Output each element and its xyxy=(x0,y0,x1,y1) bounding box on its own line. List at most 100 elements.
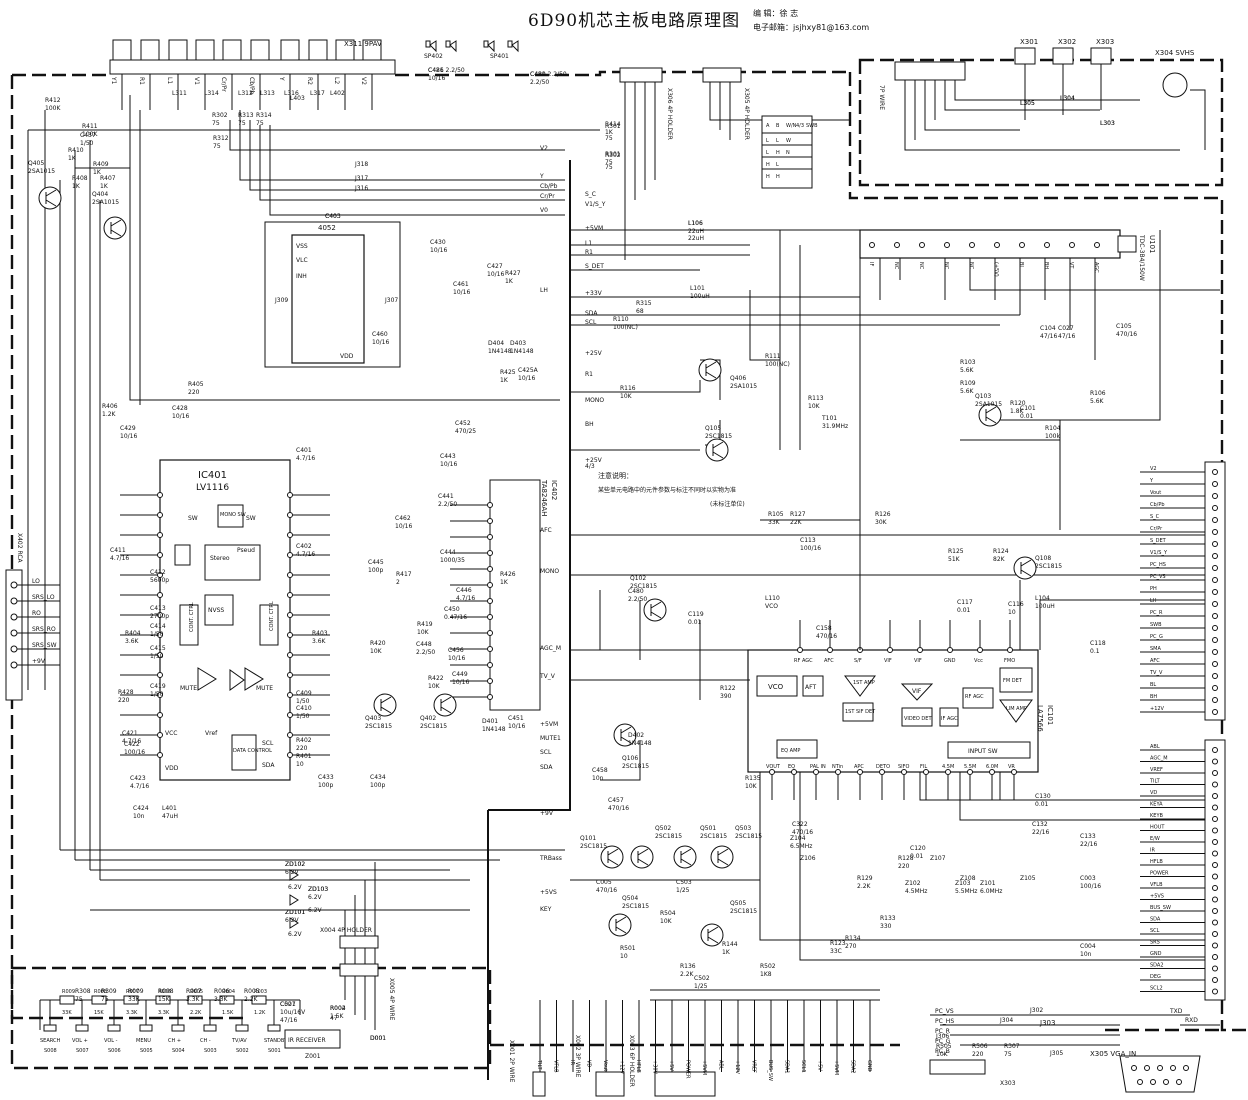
transistor-emitter xyxy=(637,858,649,866)
table-header: 4/3 xyxy=(796,123,804,129)
capacitor-value: 4.7/16 xyxy=(130,783,149,790)
ic-pin xyxy=(157,612,163,618)
inductor-ref: L317 xyxy=(310,90,325,97)
resistor-ref: R302 xyxy=(212,112,228,119)
capacitor-value: 470/16 xyxy=(1116,331,1137,338)
conn-pin xyxy=(1212,977,1218,983)
transistor-part: 2SC1815 xyxy=(1035,563,1062,570)
conn-pin xyxy=(1212,493,1218,499)
net-label: SCL xyxy=(585,319,597,326)
ic-pin xyxy=(287,492,293,498)
rca-jack xyxy=(140,39,160,61)
resistor-value: 10K xyxy=(745,783,758,790)
svg-text:X002 3P WIRE: X002 3P WIRE xyxy=(574,1035,581,1078)
capacitor-ref: C003 xyxy=(1080,875,1096,882)
ic-pin xyxy=(287,692,293,698)
capacitor-value: 10/16 xyxy=(428,75,445,82)
capacitor-value: 0.01 xyxy=(957,607,971,614)
svg-text:Z001: Z001 xyxy=(305,1053,321,1060)
capacitor-ref: C133 xyxy=(1080,833,1096,840)
ic-pin xyxy=(487,518,493,524)
vga-pin xyxy=(1150,1079,1156,1085)
resistor-ref: R312 xyxy=(213,135,229,142)
tuner-pin-label: NC xyxy=(943,262,949,270)
transistor-part: 2SC1815 xyxy=(730,908,757,915)
svg-text:注意说明：: 注意说明： xyxy=(598,471,633,480)
svg-text:75: 75 xyxy=(605,164,613,171)
capacitor-value: 10/16 xyxy=(452,679,469,686)
resistor-ref: R008 xyxy=(158,988,174,995)
capacitor-value: 100/16 xyxy=(800,545,821,552)
net-label: Cb/Pb xyxy=(540,183,558,190)
button-label: CH - xyxy=(200,1038,211,1044)
resistor-value: 1K xyxy=(93,169,102,176)
capacitor-ref: C116 xyxy=(1008,601,1024,608)
button-resistor xyxy=(155,995,171,1005)
svg-text:1ST AMP: 1ST AMP xyxy=(853,680,875,686)
ic-pin xyxy=(989,769,995,775)
ic-pin xyxy=(487,678,493,684)
filter-ref: Z101 xyxy=(980,880,996,887)
capacitor-ref: C120 xyxy=(910,845,926,852)
ic-pin-label: 5.5M xyxy=(964,764,976,770)
diode-ref: D001 xyxy=(370,1035,386,1042)
svg-text:C027: C027 xyxy=(280,1001,296,1008)
rca-jack xyxy=(250,39,270,61)
capacitor-value: 4.7/16 xyxy=(296,455,315,462)
conn-pin-label: SWB xyxy=(1150,622,1162,628)
transistor-symbol xyxy=(673,845,697,869)
conn-pin xyxy=(1212,919,1218,926)
resistor-value: 2.2K xyxy=(244,996,259,1003)
conn-pin-label: VD xyxy=(1150,790,1157,796)
resistor-ref: R401 xyxy=(296,753,312,760)
svg-text:U101: U101 xyxy=(1148,235,1156,253)
button-label: CH + xyxy=(168,1038,181,1044)
svg-text:75: 75 xyxy=(605,135,613,142)
transistor-symbol xyxy=(433,693,457,717)
svg-text:X305 VGA_IN: X305 VGA_IN xyxy=(1090,1050,1136,1058)
bottom-pin-label: SDA1 xyxy=(784,1060,790,1074)
transistor-emitter xyxy=(985,416,997,424)
capacitor-ref: C118 xyxy=(1090,640,1106,647)
ic-pin-label: DETO xyxy=(876,764,890,770)
capacitor-ref: C130 xyxy=(1035,793,1051,800)
resistor-value: 1.2K xyxy=(102,411,117,418)
main-wires xyxy=(570,229,1220,1001)
conn-pin xyxy=(1212,770,1218,776)
svg-text:LA7566: LA7566 xyxy=(1036,705,1044,732)
ic-pin xyxy=(487,694,493,700)
ic-pin-label: NTin xyxy=(832,764,843,770)
conn-pin-label: SRS_RO xyxy=(32,626,56,633)
transistor-ref: Q406 xyxy=(730,375,746,382)
vga-label: PC_B xyxy=(935,1048,950,1055)
tuner-pin xyxy=(869,242,875,248)
filter-ref: Z107 xyxy=(930,855,946,862)
vga-label: PC_VS xyxy=(935,1008,954,1015)
resistor-value: 33K xyxy=(128,996,141,1003)
tuner-pin-label: NC xyxy=(918,262,924,270)
svg-text:R302: R302 xyxy=(605,152,621,159)
capacitor-value: 47/16 xyxy=(1040,333,1057,340)
email-label: 电子邮箱：jsjhxy81@163.com xyxy=(753,23,870,32)
resistor-ref: R505 xyxy=(936,1043,952,1050)
table-cell: H xyxy=(776,150,780,156)
transistor-part: 2SC1815 xyxy=(420,723,447,730)
table-cell: L xyxy=(776,162,779,168)
resistor-ref: R504 xyxy=(660,910,676,917)
capacitor-ref: C449 xyxy=(452,671,468,678)
button-switch xyxy=(235,1024,249,1032)
capacitor-value: 1/25 xyxy=(694,983,708,990)
diode-ref: D403 xyxy=(510,340,526,347)
capacitor-ref: C113 xyxy=(800,537,816,544)
table-cell: L xyxy=(776,138,779,144)
button-resistor-value: 3.3K xyxy=(158,1010,170,1016)
conn-pin-label: LO xyxy=(32,578,40,585)
capacitor-value: 470/16 xyxy=(596,887,617,894)
net-label: SCL xyxy=(540,749,552,756)
resistor-ref: R403 xyxy=(312,630,328,637)
vga-pin xyxy=(1183,1065,1189,1071)
conn-pin xyxy=(10,613,18,621)
transistor-symbol xyxy=(698,358,722,382)
